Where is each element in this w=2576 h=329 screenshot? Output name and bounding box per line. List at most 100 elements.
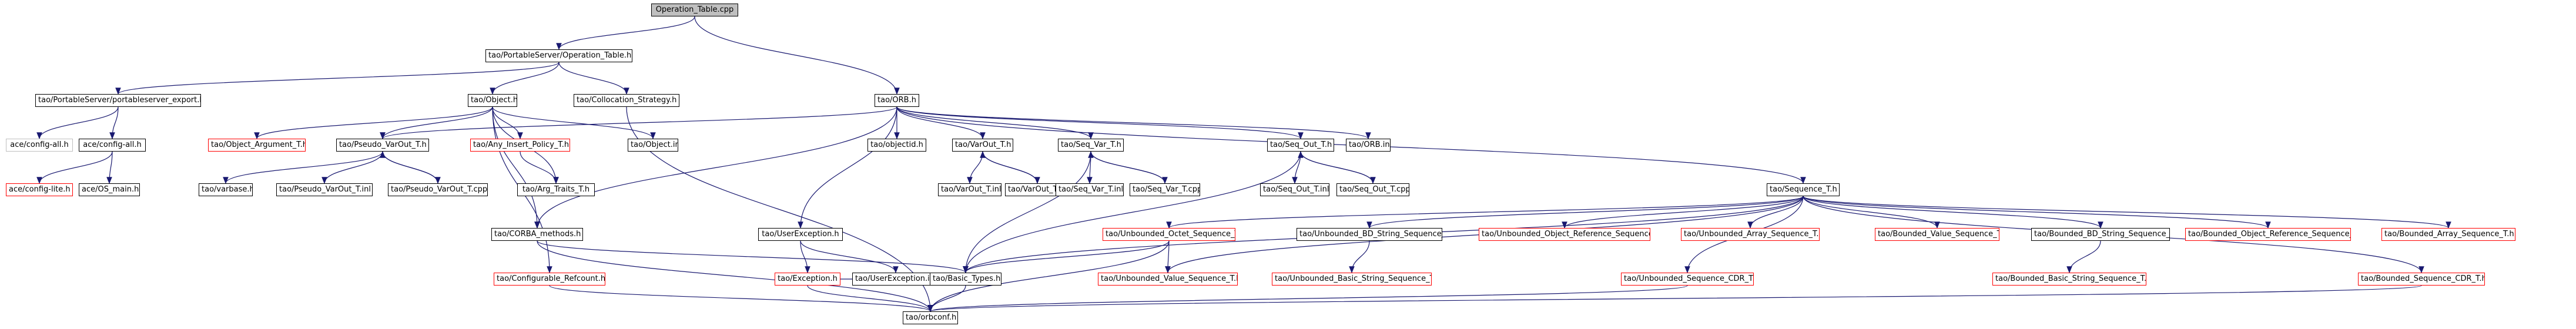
node-unbounded-object-reference-sequence-t-h[interactable]: tao/Unbounded_Object_Reference_Sequence_… xyxy=(1479,228,1650,241)
node-seq-out-t-cpp[interactable]: tao/Seq_Out_T.cpp xyxy=(1336,183,1409,196)
edge-sequence-t-h-to-bounded-bd-string-sequence-t-h xyxy=(1803,196,2103,229)
node-orbconf-h[interactable]: tao/orbconf.h xyxy=(903,311,958,324)
edge-sequence-t-h-to-bounded-array-sequence-t-h xyxy=(1803,196,2451,229)
edge-object-h-to-object-argument-t-h xyxy=(254,106,493,140)
node-ace-config-all-h-external[interactable]: ace/config-all.h xyxy=(6,139,73,152)
node-unbounded-sequence-cdr-t-h[interactable]: tao/Unbounded_Sequence_CDR_T.h xyxy=(1621,273,1754,286)
edge-orb-h-to-userexception-h xyxy=(798,106,897,229)
node-varout-t-inl[interactable]: tao/VarOut_T.inl xyxy=(938,183,1001,196)
node-arg-traits-t-h[interactable]: tao/Arg_Traits_T.h xyxy=(517,183,595,196)
node-pseudo-varout-t-cpp[interactable]: tao/Pseudo_VarOut_T.cpp xyxy=(388,183,488,196)
node-pseudo-varout-t-h[interactable]: tao/Pseudo_VarOut_T.h xyxy=(336,139,429,152)
edge-operation-table-cpp-to-orb-h xyxy=(694,16,900,95)
edge-operation-table-h-to-object-h xyxy=(490,62,560,95)
node-sequence-t-h[interactable]: tao/Sequence_T.h xyxy=(1767,183,1840,196)
node-object-h[interactable]: tao/Object.h xyxy=(468,94,517,107)
edge-ace-config-all-h-to-ace-config-lite-h xyxy=(36,151,113,184)
edge-varout-t-h-to-varout-t-inl xyxy=(967,151,983,184)
node-seq-out-t-h[interactable]: tao/Seq_Out_T.h xyxy=(1267,139,1334,152)
node-bounded-object-reference-sequence-t-h[interactable]: tao/Bounded_Object_Reference_Sequence_T.… xyxy=(2185,228,2351,241)
node-ace-config-lite-h[interactable]: ace/config-lite.h xyxy=(6,183,73,196)
node-seq-var-t-h[interactable]: tao/Seq_Var_T.h xyxy=(1058,139,1124,152)
node-seq-out-t-inl[interactable]: tao/Seq_Out_T.inl xyxy=(1260,183,1329,196)
edge-userexception-h-to-userexception-inl xyxy=(800,240,899,274)
edge-object-h-to-corba-methods-h xyxy=(492,106,540,229)
node-basic-types-h[interactable]: tao/Basic_Types.h xyxy=(930,273,1001,286)
edge-sequence-t-h-to-unbounded-bd-string-sequence-t-h xyxy=(1366,196,1804,229)
node-userexception-inl[interactable]: tao/UserException.inl xyxy=(852,273,939,286)
edge-seq-var-t-cpp-to-seq-var-t-h xyxy=(1088,150,1165,184)
edge-unbounded-octet-sequence-t-h-to-basic-types-h xyxy=(963,240,1170,274)
node-bounded-bd-string-sequence-t-h[interactable]: tao/Bounded_BD_String_Sequence_T.h xyxy=(2031,228,2170,241)
node-seq-var-t-cpp[interactable]: tao/Seq_Var_T.cpp xyxy=(1130,183,1200,196)
edge-configurable-refcount-h-to-orbconf-h xyxy=(549,285,933,313)
edge-orb-h-to-seq-var-t-h xyxy=(896,106,1094,140)
edge-any-insert-policy-t-h-to-arg-traits-t-h xyxy=(520,151,559,184)
edge-sequence-t-h-to-bounded-object-reference-sequence-t-h xyxy=(1803,196,2271,229)
edge-portableserver-export-h-to-ace-config-all-h-external xyxy=(36,106,119,140)
edge-sequence-t-h-to-bounded-value-sequence-t-h xyxy=(1803,196,1940,229)
edge-userexception-h-to-exception-h xyxy=(800,240,810,274)
node-exception-h[interactable]: tao/Exception.h xyxy=(775,273,840,286)
node-unbounded-basic-string-sequence-t-h[interactable]: tao/Unbounded_Basic_String_Sequence_T.h xyxy=(1272,273,1432,286)
node-varout-t-h[interactable]: tao/VarOut_T.h xyxy=(952,139,1013,152)
node-bounded-array-sequence-t-h[interactable]: tao/Bounded_Array_Sequence_T.h xyxy=(2381,228,2515,241)
edge-sequence-t-h-to-unbounded-object-reference-sequence-t-h xyxy=(1562,196,1804,229)
node-varbase-h[interactable]: tao/varbase.h xyxy=(199,183,253,196)
node-pseudo-varout-t-inl[interactable]: tao/Pseudo_VarOut_T.inl xyxy=(276,183,373,196)
edge-sequence-t-h-to-unbounded-octet-sequence-t-h xyxy=(1166,196,1804,229)
node-object-argument-t-h[interactable]: tao/Object_Argument_T.h xyxy=(208,139,306,152)
edge-orb-h-to-seq-out-t-h xyxy=(896,106,1304,140)
node-portableserver-export-h[interactable]: tao/PortableServer/portableserver_export… xyxy=(35,94,201,107)
edge-object-h-to-any-insert-policy-t-h xyxy=(492,106,523,140)
node-seq-var-t-inl[interactable]: tao/Seq_Var_T.inl xyxy=(1056,183,1124,196)
node-orb-inl[interactable]: tao/ORB.inl xyxy=(1346,139,1391,152)
edge-orb-h-to-corba-methods-h xyxy=(534,106,897,229)
edge-unbounded-octet-sequence-t-h-to-unbounded-value-sequence-t-h xyxy=(1165,240,1171,274)
node-userexception-h[interactable]: tao/UserException.h xyxy=(758,228,843,241)
edge-seq-out-t-cpp-to-seq-out-t-h xyxy=(1298,150,1374,184)
node-unbounded-bd-string-sequence-t-h[interactable]: tao/Unbounded_BD_String_Sequence_T.h xyxy=(1297,228,1442,241)
node-bounded-sequence-cdr-t-h[interactable]: tao/Bounded_Sequence_CDR_T.h xyxy=(2358,273,2485,286)
edge-pseudo-varout-t-h-to-pseudo-varout-t-inl xyxy=(321,151,383,184)
edge-pseudo-varout-t-cpp-to-pseudo-varout-t-h xyxy=(380,150,438,184)
node-object-inl[interactable]: tao/Object.inl xyxy=(628,139,678,152)
node-configurable-refcount-h[interactable]: tao/Configurable_Refcount.h xyxy=(494,273,605,286)
edge-portableserver-export-h-to-ace-config-all-h xyxy=(109,106,119,140)
edge-object-h-to-object-inl xyxy=(492,106,656,140)
node-operation-table-h[interactable]: tao/PortableServer/Operation_Table.h xyxy=(485,49,632,62)
edge-corba-methods-h-to-basic-types-h xyxy=(537,240,969,274)
edge-seq-var-t-h-to-basic-types-h xyxy=(963,151,1091,274)
edge-orb-h-to-varout-t-h xyxy=(896,106,986,140)
edge-bounded-bd-string-sequence-t-h-to-bounded-basic-string-sequence-t-h xyxy=(2066,240,2101,274)
edge-operation-table-cpp-to-operation-table-h xyxy=(556,16,695,51)
node-bounded-value-sequence-t-h[interactable]: tao/Bounded_Value_Sequence_T.h xyxy=(1875,228,1999,241)
node-objectid-h[interactable]: tao/objectid.h xyxy=(867,139,926,152)
edge-exception-h-to-orbconf-h xyxy=(807,285,933,313)
node-ace-os-main-h[interactable]: ace/OS_main.h xyxy=(79,183,140,196)
node-unbounded-value-sequence-t-h[interactable]: tao/Unbounded_Value_Sequence_T.h xyxy=(1098,273,1238,286)
node-unbounded-array-sequence-t-h[interactable]: tao/Unbounded_Array_Sequence_T.h xyxy=(1681,228,1820,241)
edge-operation-table-h-to-collocation-strategy-h xyxy=(558,62,629,95)
edge-unbounded-octet-sequence-t-h-to-orbconf-h xyxy=(927,240,1170,313)
edge-seq-out-t-h-to-basic-types-h xyxy=(963,151,1301,274)
node-bounded-basic-string-sequence-t-h[interactable]: tao/Bounded_Basic_String_Sequence_T.h xyxy=(1992,273,2146,286)
node-orb-h[interactable]: tao/ORB.h xyxy=(875,94,919,107)
node-any-insert-policy-t-h[interactable]: tao/Any_Insert_Policy_T.h xyxy=(470,139,570,152)
node-unbounded-octet-sequence-t-h[interactable]: tao/Unbounded_Octet_Sequence_T.h xyxy=(1103,228,1235,241)
edge-corba-methods-h-to-orbconf-h xyxy=(537,240,933,313)
edge-pseudo-varout-t-h-to-varbase-h xyxy=(223,151,383,184)
node-ace-config-all-h[interactable]: ace/config-all.h xyxy=(79,139,146,152)
edge-ace-config-all-h-to-ace-os-main-h xyxy=(106,151,113,184)
edge-object-h-to-pseudo-varout-t-h xyxy=(380,106,493,140)
edge-bounded-sequence-cdr-t-h-to-orbconf-h xyxy=(928,285,2422,313)
node-varout-t-cpp[interactable]: tao/VarOut_T.cpp xyxy=(1005,183,1070,196)
node-collocation-strategy-h[interactable]: tao/Collocation_Strategy.h xyxy=(574,94,679,107)
node-operation-table-cpp: Operation_Table.cpp xyxy=(651,4,738,16)
edge-unbounded-bd-string-sequence-t-h-to-unbounded-basic-string-sequence-t-h xyxy=(1349,240,1370,274)
edge-sequence-t-h-to-unbounded-array-sequence-t-h xyxy=(1747,196,1804,229)
edge-unbounded-sequence-cdr-t-h-to-orbconf-h xyxy=(927,285,1688,313)
node-corba-methods-h[interactable]: tao/CORBA_methods.h xyxy=(491,228,583,241)
edge-operation-table-h-to-portableserver-export-h xyxy=(115,62,560,95)
